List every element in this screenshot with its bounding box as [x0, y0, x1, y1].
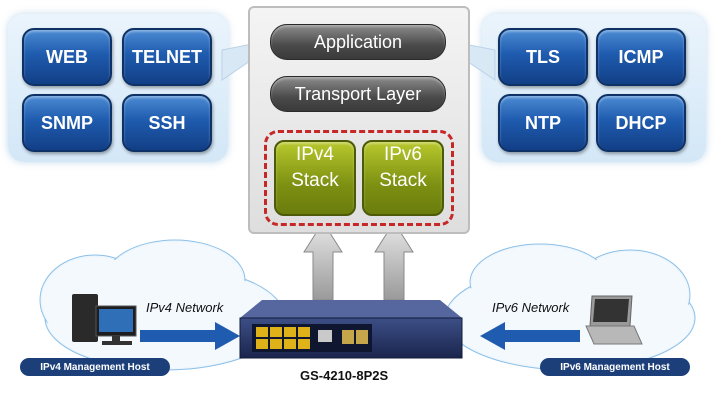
ipv4-stack: IPv4 Stack	[274, 140, 356, 216]
ipv4-host-label: IPv4 Management Host	[20, 358, 170, 376]
ipv6-network-label: IPv6 Network	[492, 300, 570, 315]
ipv4-stack-line1: IPv4	[295, 144, 335, 165]
protocol-stack-box: Application Transport Layer IPv4 Stack I…	[248, 6, 470, 234]
ipv6-host-label: IPv6 Management Host	[540, 358, 690, 376]
right-protocol-panel: TLS ICMP NTP DHCP	[482, 14, 706, 162]
ipv6-up-arrow	[374, 221, 414, 301]
protocol-snmp: SNMP	[22, 94, 112, 152]
switch-model-label: GS-4210-8P2S	[300, 368, 389, 383]
ipv6-stack-line1: IPv6	[383, 144, 423, 165]
protocol-web: WEB	[22, 28, 112, 86]
ipv6-host-laptop	[585, 295, 643, 345]
switch-device	[239, 300, 463, 359]
protocol-dhcp: DHCP	[596, 94, 686, 152]
ipv4-network-label: IPv4 Network	[146, 300, 224, 315]
protocol-ssh: SSH	[122, 94, 212, 152]
protocol-tls: TLS	[498, 28, 588, 86]
ipv4-network-arrow	[140, 322, 240, 350]
application-layer: Application	[270, 24, 446, 60]
right-cloud	[444, 243, 696, 371]
transport-layer: Transport Layer	[270, 76, 446, 112]
ipv6-stack: IPv6 Stack	[362, 140, 444, 216]
ipv6-network-arrow	[480, 322, 580, 350]
ipv4-stack-line2: Stack	[291, 170, 339, 191]
ipv4-host-computer	[72, 294, 137, 345]
left-protocol-panel: WEB TELNET SNMP SSH	[8, 14, 228, 162]
protocol-icmp: ICMP	[596, 28, 686, 86]
protocol-ntp: NTP	[498, 94, 588, 152]
ipv4-up-arrow	[303, 221, 343, 301]
dual-stack-outline	[264, 130, 454, 226]
ipv6-stack-line2: Stack	[379, 170, 427, 191]
protocol-telnet: TELNET	[122, 28, 212, 86]
